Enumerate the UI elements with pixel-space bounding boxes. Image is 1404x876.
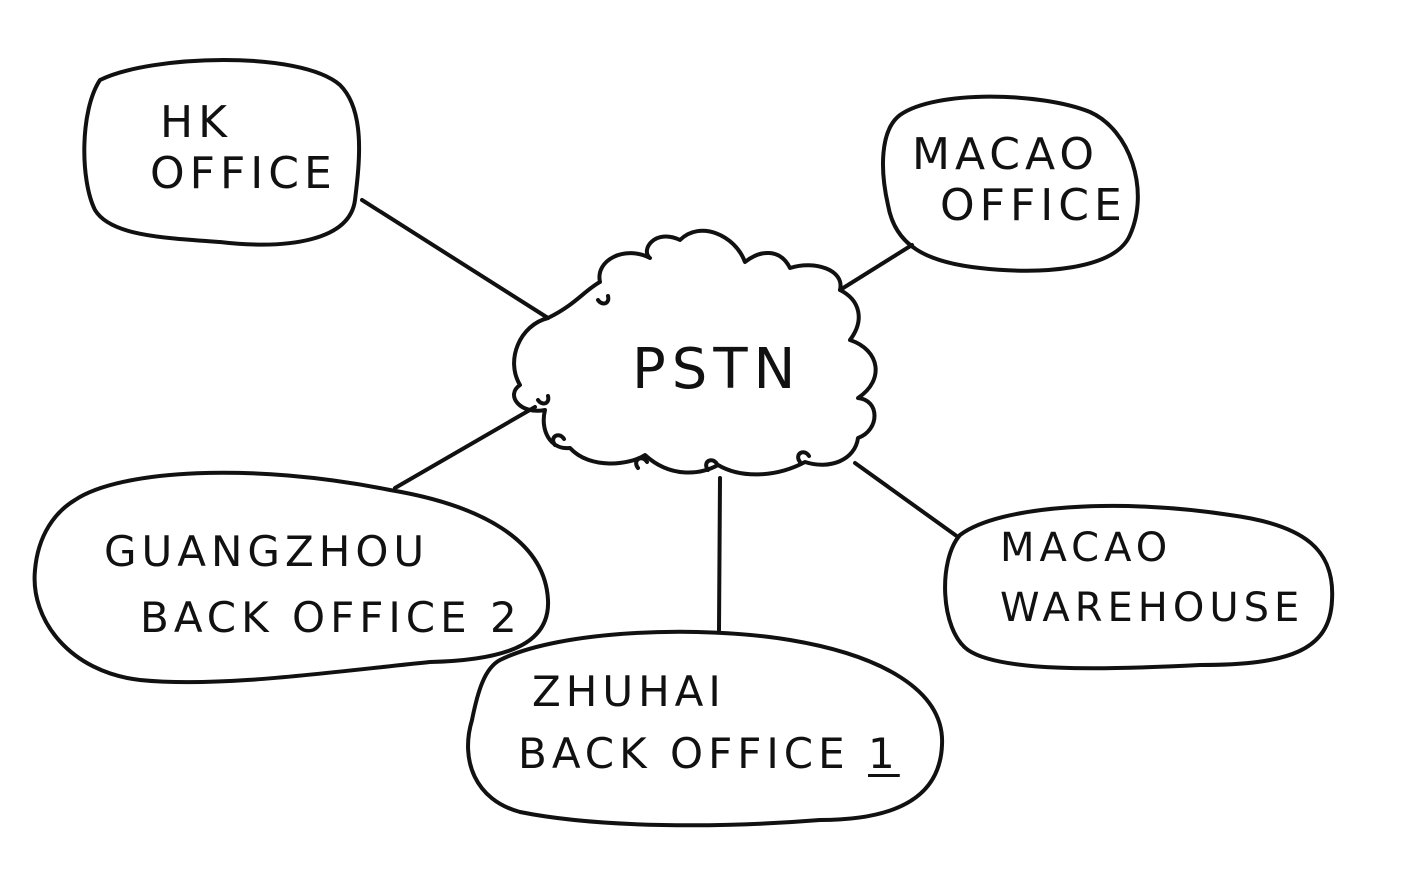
guangzhou-back-office-cloud bbox=[32, 470, 551, 685]
link-macao-office-pstn bbox=[838, 243, 914, 292]
zhuhai-back-office-cloud bbox=[466, 629, 945, 828]
zhuhai-line1: ZHUHAI bbox=[532, 667, 726, 716]
link-zhuhai-pstn bbox=[717, 476, 722, 632]
macao-office-cloud bbox=[881, 94, 1140, 273]
zhuhai-line2-text: BACK OFFICE bbox=[518, 729, 850, 779]
pstn-cloud-icon bbox=[512, 228, 878, 477]
macao-warehouse-line1: MACAO bbox=[1000, 525, 1173, 571]
link-hk-pstn bbox=[360, 198, 550, 320]
hk-office-line2: OFFICE bbox=[150, 147, 337, 199]
zhuhai-back-office-label: ZHUHAI BACK OFFICE 1 bbox=[518, 667, 900, 779]
guangzhou-line1: GUANGZHOU bbox=[104, 527, 430, 576]
hk-office-line1: HK bbox=[160, 97, 232, 148]
hk-office-cloud bbox=[82, 58, 362, 247]
macao-warehouse-label: MACAO WAREHOUSE bbox=[1000, 525, 1304, 631]
zhuhai-office-number: 1 bbox=[868, 729, 900, 779]
macao-warehouse-line2: WAREHOUSE bbox=[1000, 585, 1305, 631]
macao-office-line1: MACAO bbox=[912, 129, 1099, 180]
guangzhou-line2: BACK OFFICE 2 bbox=[140, 593, 522, 643]
macao-office-label: MACAO OFFICE bbox=[912, 129, 1127, 231]
macao-office-line2: OFFICE bbox=[940, 179, 1127, 231]
zhuhai-line2: BACK OFFICE 1 bbox=[518, 730, 900, 778]
hk-office-label: HK OFFICE bbox=[150, 97, 337, 199]
link-macao-warehouse-pstn bbox=[853, 461, 960, 539]
pstn-label: PSTN bbox=[632, 337, 802, 402]
guangzhou-back-office-label: GUANGZHOU BACK OFFICE 2 bbox=[104, 527, 522, 643]
link-guangzhou-pstn bbox=[393, 405, 537, 490]
macao-warehouse-cloud bbox=[943, 503, 1335, 671]
